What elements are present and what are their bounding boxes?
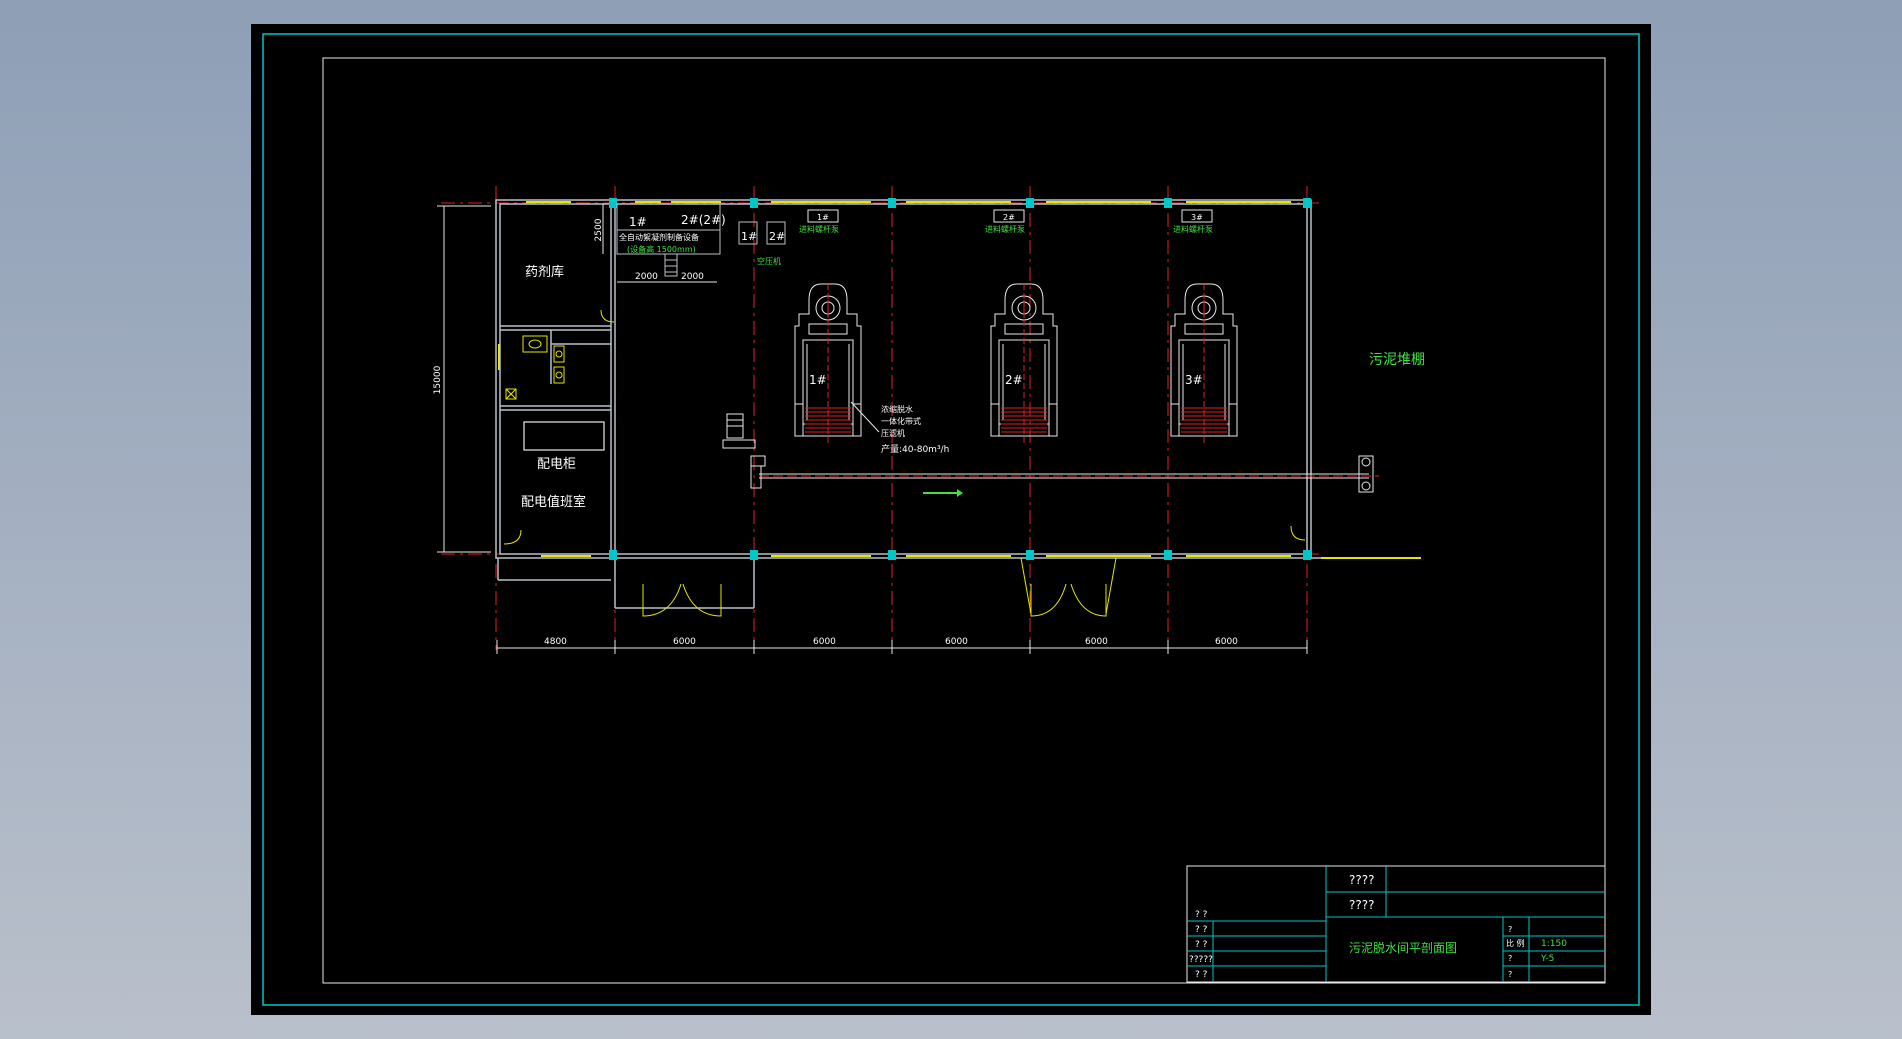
room-duty: 配电值班室 [521, 494, 586, 510]
label-tank-2: 2# [769, 230, 785, 243]
toilet-fixtures [505, 335, 565, 400]
tb-code-q: ? [1508, 954, 1512, 963]
conveyor-2-box [993, 209, 1025, 223]
title-block [1186, 865, 1606, 983]
dim-2000-b: 2000 [681, 272, 704, 282]
belt-press-1[interactable] [794, 283, 862, 444]
dimension-lines [437, 204, 1308, 654]
building-walls [495, 199, 1421, 609]
dim-2000-a: 2000 [635, 272, 658, 282]
tb-left-3: ? ? [1195, 940, 1208, 950]
desc-line-3: 压滤机 [881, 428, 905, 438]
outer-frame [262, 33, 1640, 1006]
conveyor-3-box [1181, 209, 1213, 223]
columns [609, 198, 1311, 560]
tb-left-4: ????? [1189, 955, 1213, 965]
tb-row-1: ???? [1349, 873, 1374, 887]
label-dosing-1: 全自动絮凝剂制备设备 [619, 232, 699, 242]
conveyor-2-label: 进料螺杆泵 [985, 224, 1025, 234]
tb-scale-value: 1:150 [1541, 939, 1567, 949]
label-air-compressor: 空压机 [757, 256, 781, 266]
tank-2[interactable] [766, 221, 786, 245]
tb-q3: ? [1508, 925, 1512, 934]
machine-2-label: 2# [1005, 373, 1023, 387]
conveyor-3-tag: 3# [1191, 213, 1203, 222]
dim-bottom-1: 4800 [544, 637, 567, 647]
tb-left-1: ? ? [1195, 910, 1208, 920]
tb-row-2: ???? [1349, 898, 1374, 912]
label-top-left-1: 1# [629, 215, 647, 229]
tb-scale-label: 比 例 [1506, 938, 1525, 948]
room-chemical-store: 药剂库 [525, 264, 564, 280]
machine-3-label: 3# [1185, 373, 1203, 387]
machine-1-label: 1# [809, 373, 827, 387]
belt-conveyor[interactable] [750, 455, 1379, 497]
dim-bottom-5: 6000 [1085, 637, 1108, 647]
desc-line-1: 浓缩脱水 [881, 404, 913, 414]
label-dosing-2: (设备高 1500mm) [627, 244, 696, 254]
tb-drawing-name: 污泥脱水间平剖面图 [1349, 940, 1457, 955]
desc-line-4: 产量:40-80m³/h [881, 443, 949, 455]
cad-viewport[interactable]: 药剂库 配电柜 配电值班室 污泥堆棚 1# 2#(2#) 全自动絮凝剂制备设备 … [251, 24, 1651, 1015]
dim-bottom-4: 6000 [945, 637, 968, 647]
tb-left-5: ? ? [1195, 970, 1208, 980]
conveyor-1-tag: 1# [817, 213, 829, 222]
leader-line [850, 401, 880, 433]
conveyor-3-label: 进料螺杆泵 [1173, 224, 1213, 234]
doors [503, 309, 1306, 617]
label-tank-1: 1# [741, 230, 757, 243]
conveyor-1-box [807, 209, 839, 223]
panel-cabinet[interactable] [523, 421, 605, 451]
desc-line-2: 一体化带式 [881, 416, 921, 426]
pump-motor[interactable] [722, 413, 766, 467]
belt-press-3[interactable] [1170, 283, 1238, 444]
label-top-left-2: 2#(2#) [681, 213, 726, 227]
tb-q4: ? [1508, 970, 1512, 979]
dim-vertical-15000: 15000 [433, 365, 443, 394]
dosing-unit[interactable] [616, 203, 721, 277]
tank-1[interactable] [738, 221, 758, 245]
conveyor-1-label: 进料螺杆泵 [799, 224, 839, 234]
tb-left-2: ? ? [1195, 925, 1208, 935]
conveyor-2-tag: 2# [1003, 213, 1015, 222]
drawing-canvas[interactable]: 药剂库 配电柜 配电值班室 污泥堆棚 1# 2#(2#) 全自动絮凝剂制备设备 … [251, 24, 1651, 1015]
room-panel-label: 配电柜 [537, 457, 576, 472]
belt-press-2[interactable] [990, 283, 1058, 444]
dim-bottom-6: 6000 [1215, 637, 1238, 647]
dim-2500: 2500 [594, 218, 604, 241]
dim-bottom-3: 6000 [813, 637, 836, 647]
inner-frame [322, 57, 1606, 984]
windows [498, 201, 1421, 559]
tb-code-value: Y-5 [1540, 954, 1554, 964]
room-sludge-shed: 污泥堆棚 [1369, 352, 1425, 368]
dim-bottom-2: 6000 [673, 637, 696, 647]
